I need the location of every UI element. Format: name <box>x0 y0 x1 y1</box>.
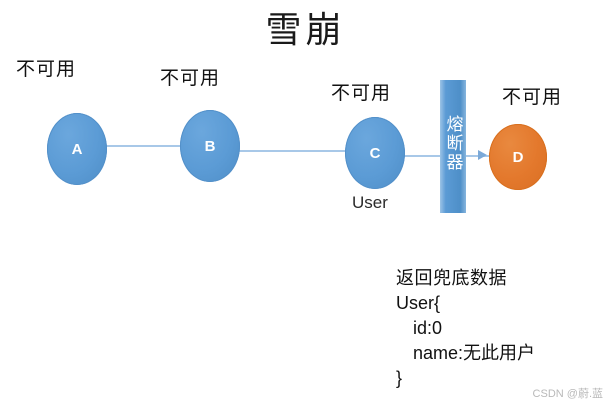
fallback-data-annotation: 返回兜底数据 User{ id:0 name:无此用户 } <box>396 265 606 391</box>
node-b-letter: B <box>204 137 216 155</box>
fallback-code-line: id:0 <box>413 318 443 338</box>
node-d[interactable]: D <box>489 124 547 190</box>
node-c[interactable]: C <box>345 117 405 189</box>
node-b[interactable]: B <box>180 110 240 182</box>
fallback-code-line: User{ <box>396 293 441 313</box>
status-label-c: 不可用 <box>331 83 392 104</box>
node-a[interactable]: A <box>47 113 107 185</box>
node-c-letter: C <box>369 144 381 162</box>
fallback-code-line: } <box>396 368 403 388</box>
connector-c-to-b <box>234 150 351 152</box>
watermark: CSDN @蔚.蓝 <box>532 388 603 400</box>
connector-b-to-a <box>100 145 186 147</box>
node-a-letter: A <box>71 140 83 158</box>
fallback-code-line: name:无此用户 <box>413 343 536 363</box>
node-c-sublabel: User <box>352 193 388 212</box>
arrowhead-into-d-icon <box>478 150 487 160</box>
status-label-d: 不可用 <box>502 87 563 108</box>
circuit-breaker-bar[interactable]: 熔断器 <box>440 80 466 213</box>
fallback-title: 返回兜底数据 <box>396 268 507 288</box>
status-label-a: 不可用 <box>16 59 77 80</box>
node-d-letter: D <box>512 148 524 166</box>
page-title: 雪崩 <box>265 9 346 50</box>
circuit-breaker-label: 熔断器 <box>443 115 463 172</box>
status-label-b: 不可用 <box>160 68 221 89</box>
